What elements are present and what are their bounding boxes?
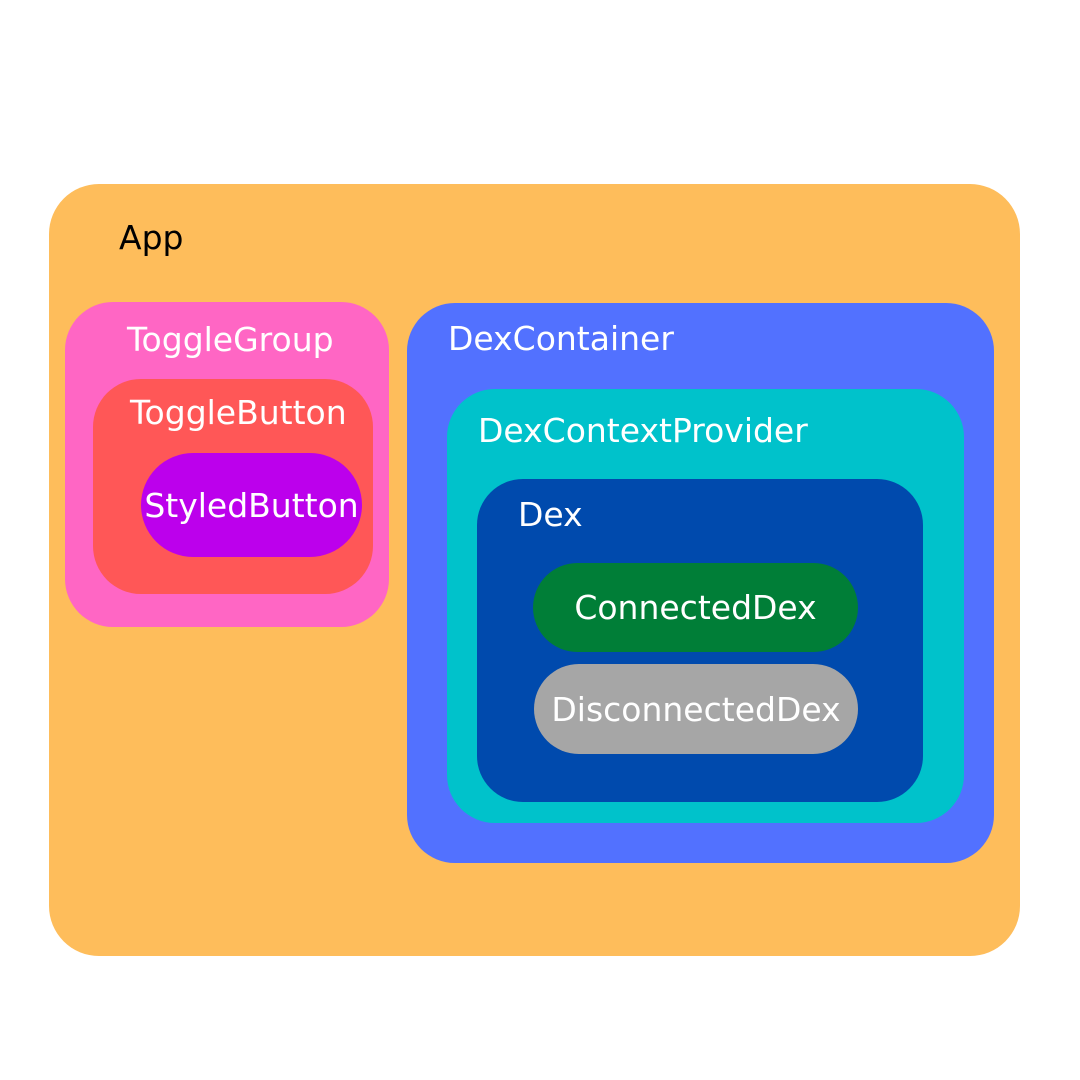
toggle-group-label: ToggleGroup [127, 320, 334, 359]
toggle-button-component-box: ToggleButton StyledButton [93, 379, 373, 594]
dex-component-box: Dex ConnectedDex DisconnectedDex [477, 479, 923, 802]
connected-dex-label: ConnectedDex [574, 588, 817, 627]
disconnected-dex-component-box: DisconnectedDex [534, 664, 858, 754]
dex-container-label: DexContainer [448, 319, 674, 358]
styled-button-label: StyledButton [144, 485, 359, 525]
app-component-box: App ToggleGroup ToggleButton StyledButto… [49, 184, 1020, 956]
dex-context-provider-label: DexContextProvider [478, 411, 808, 450]
connected-dex-component-box: ConnectedDex [533, 563, 858, 652]
dex-container-component-box: DexContainer DexContextProvider Dex Conn… [407, 303, 994, 863]
dex-label: Dex [518, 495, 583, 534]
styled-button-component-box: StyledButton [141, 453, 362, 557]
disconnected-dex-label: DisconnectedDex [551, 689, 841, 729]
dex-context-provider-component-box: DexContextProvider Dex ConnectedDex Disc… [447, 389, 964, 823]
toggle-button-label: ToggleButton [130, 393, 347, 432]
toggle-group-component-box: ToggleGroup ToggleButton StyledButton [65, 302, 389, 627]
app-label: App [119, 218, 184, 257]
